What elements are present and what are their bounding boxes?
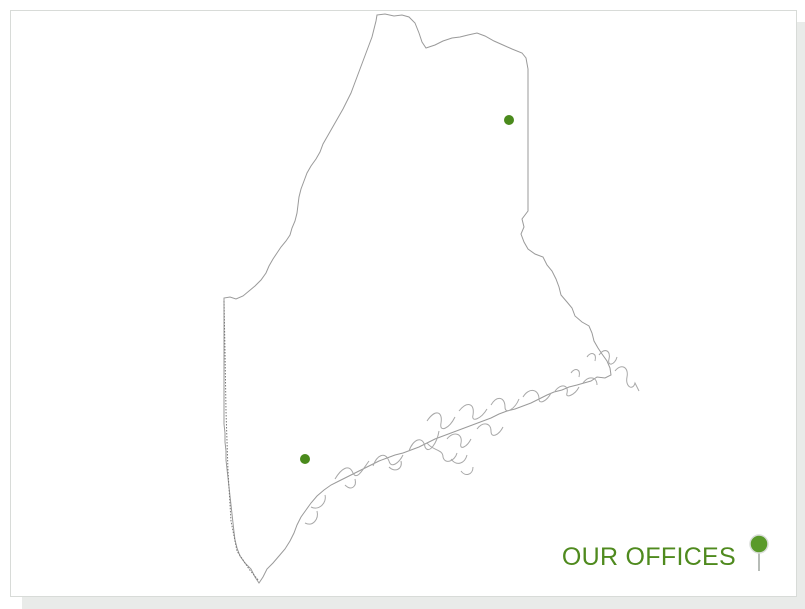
office-marker[interactable] <box>504 115 514 125</box>
maine-state-map <box>223 13 640 584</box>
office-marker[interactable] <box>300 454 310 464</box>
western-border <box>223 300 260 582</box>
offices-legend: OUR OFFICES <box>562 534 770 572</box>
legend-label: OUR OFFICES <box>561 543 736 571</box>
coastline-islands <box>304 350 640 525</box>
offices-map-card: OUR OFFICES <box>10 10 797 597</box>
maine-outline <box>223 13 612 584</box>
map-pin-icon <box>749 534 769 571</box>
